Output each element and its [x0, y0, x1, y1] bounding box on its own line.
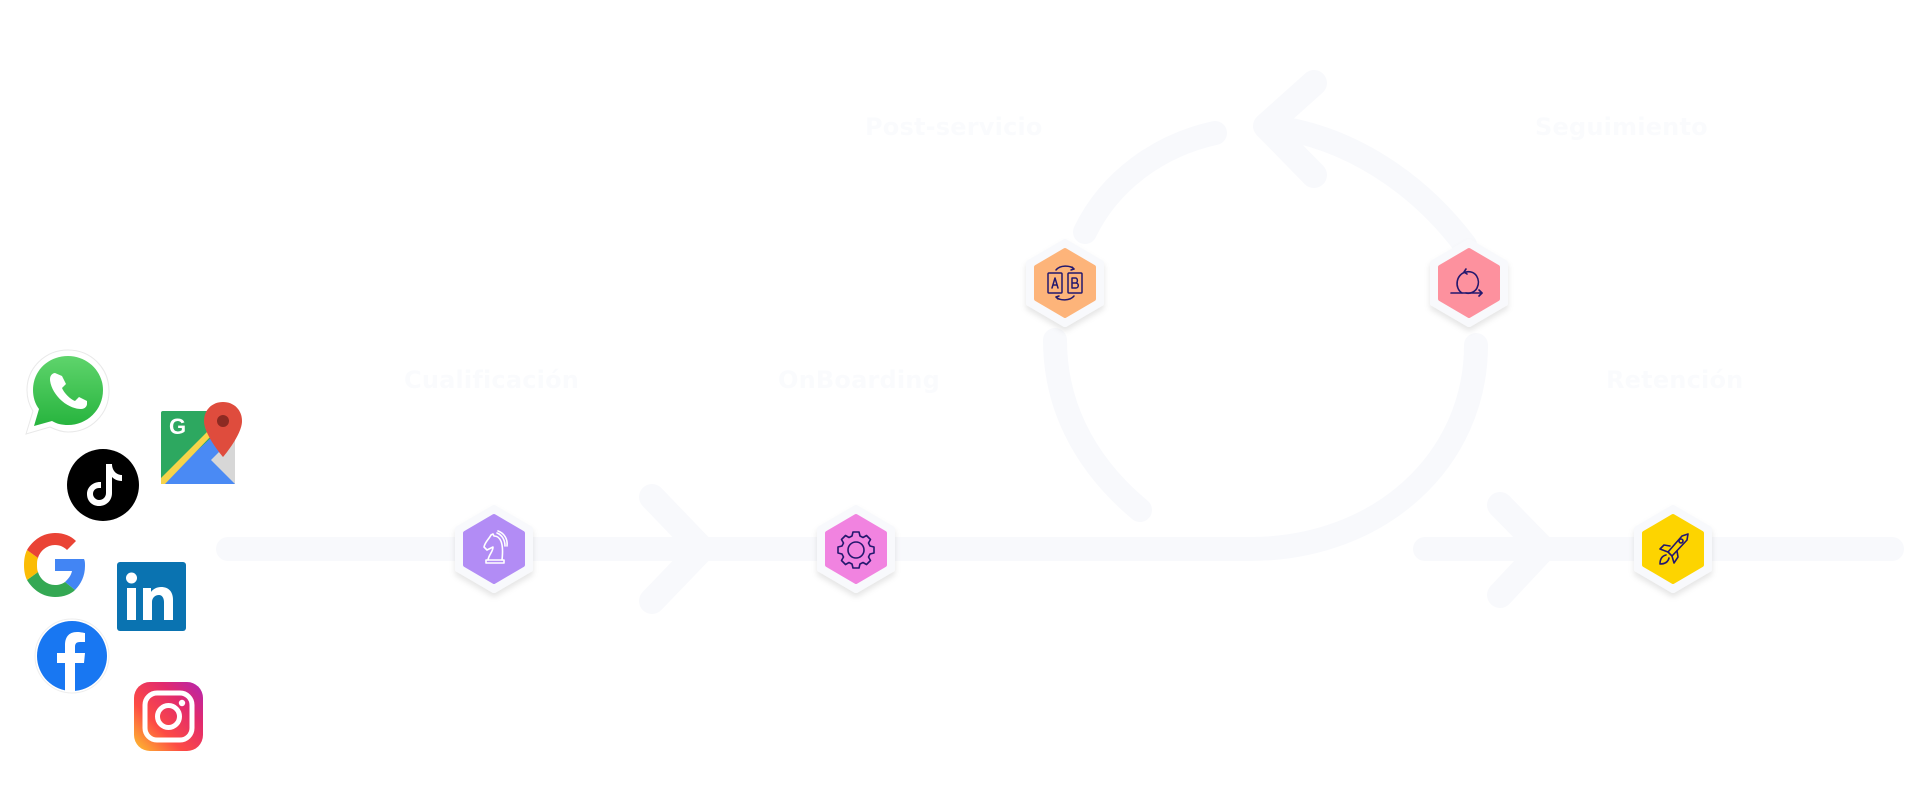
stage-label-post-servicio: Post-servicio	[865, 113, 1043, 141]
tiktok-icon[interactable]	[66, 448, 140, 522]
stage-node-cualificacion[interactable]	[451, 505, 537, 593]
gear-icon	[837, 531, 875, 569]
loop-arrow-icon	[1450, 268, 1483, 297]
stage-label-onboarding: OnBoarding	[778, 366, 940, 394]
whatsapp-icon[interactable]	[22, 346, 114, 438]
loop-arc-top-right	[1254, 114, 1477, 257]
stage-node-onboarding[interactable]	[813, 505, 899, 593]
instagram-icon[interactable]	[134, 682, 204, 752]
chevron-right-icon	[1487, 492, 1556, 608]
linkedin-icon[interactable]	[117, 562, 187, 632]
loop-arc-top-left	[1073, 121, 1227, 244]
stage-label-retencion: Retención	[1606, 366, 1744, 394]
rocket-icon	[1659, 533, 1689, 565]
stage-node-seguimiento[interactable]	[1426, 239, 1512, 327]
ab-test-icon	[1047, 265, 1083, 301]
google-icon[interactable]	[23, 532, 87, 598]
stage-label-seguimiento: Seguimiento	[1535, 113, 1708, 141]
stage-label-cualificacion: Cualificación	[404, 366, 580, 394]
stage-node-retencion[interactable]	[1630, 505, 1716, 593]
google-maps-icon[interactable]: G	[161, 402, 245, 486]
loop-arc-bottom	[1043, 328, 1152, 522]
arrow-left-icon	[1253, 70, 1327, 188]
svg-text:G: G	[169, 414, 186, 439]
stage-node-post-servicio[interactable]	[1022, 239, 1108, 327]
chess-knight-icon	[483, 530, 508, 564]
loop-arc-right	[1238, 333, 1488, 561]
chevron-right-icon	[639, 484, 715, 614]
facebook-icon[interactable]	[34, 618, 110, 694]
